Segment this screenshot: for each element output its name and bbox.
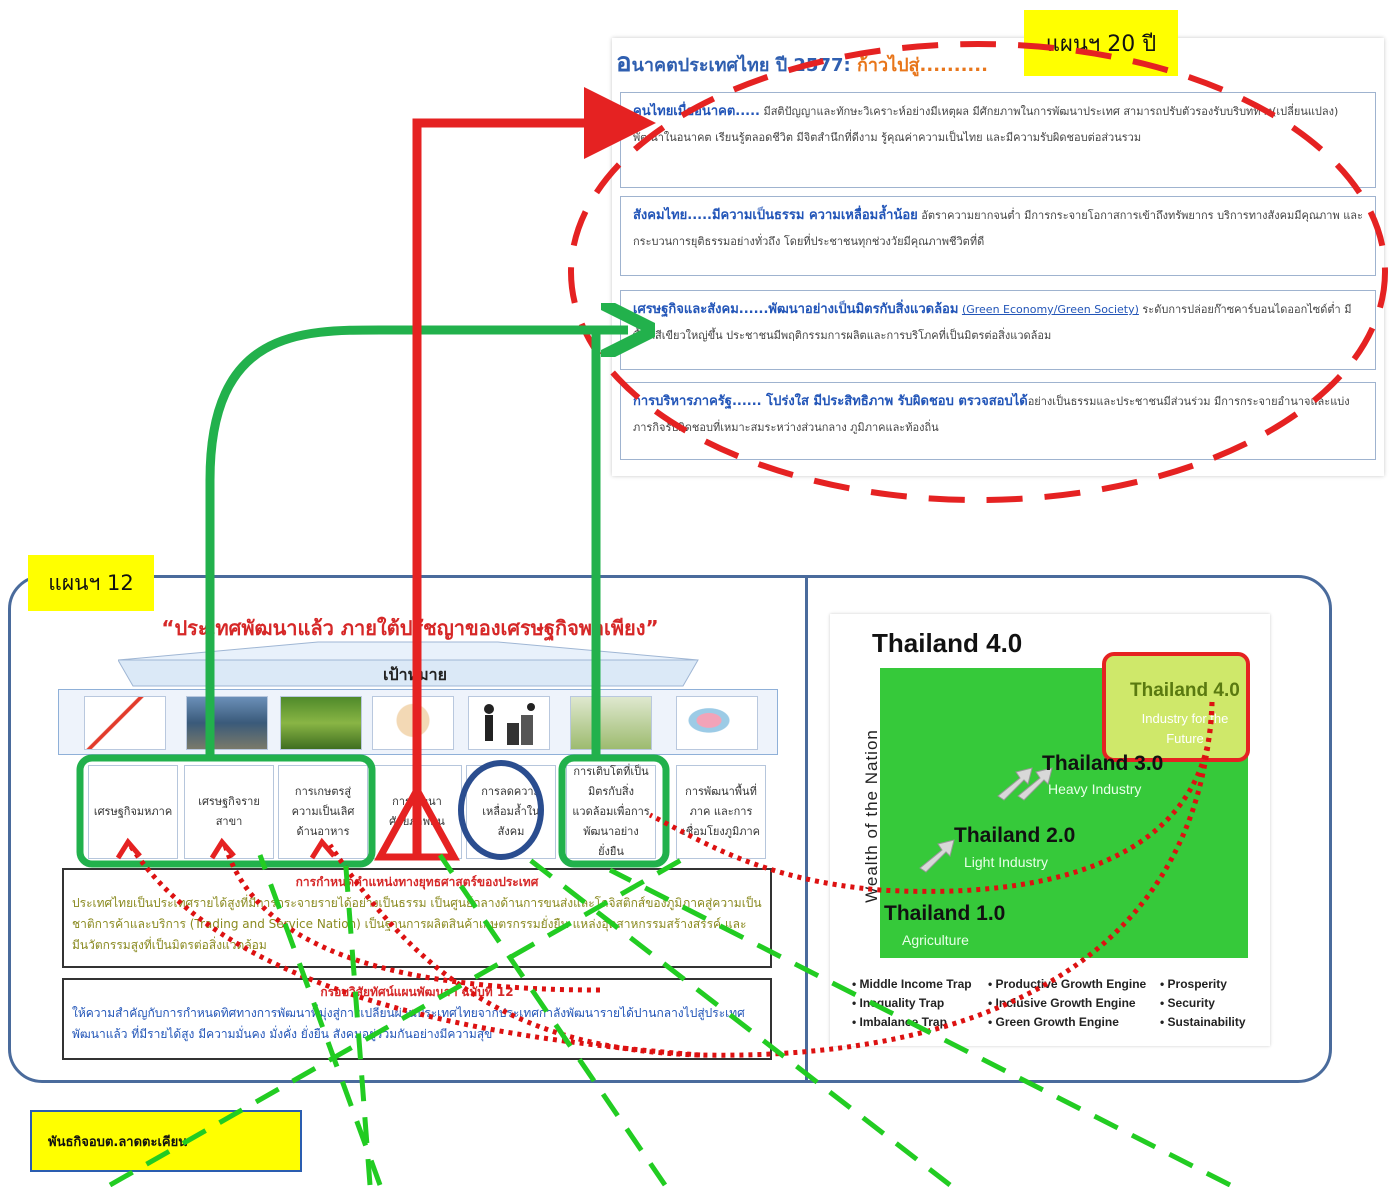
trap-item: • Middle Income Trap [852,977,972,991]
growth-chart-icon [84,696,166,750]
future-box-head: เศรษฐกิจและสังคม......พัฒนาอย่างเป็นมิตร… [633,302,959,317]
strategic-position-title: การกำหนดตำแหน่งทางยุทธศาสตร์ของประเทศ [295,875,539,889]
strategic-position-band: การกำหนดตำแหน่งทางยุทธศาสตร์ของประเทศ ปร… [62,868,772,968]
future-box-economy: เศรษฐกิจและสังคม......พัฒนาอย่างเป็นมิตร… [620,290,1376,370]
trap-item: • Inequality Trap [852,996,945,1010]
stage-name-3: Thailand 3.0 [1042,752,1164,775]
brain-head-icon [372,696,454,750]
stage-sub-4: Industry for the Future [1141,711,1229,746]
future-title-initial: อ [616,48,632,78]
stage-name-4: Thailand 4.0 [1130,680,1240,701]
plan12-divider [805,577,808,1081]
target-human-potential: การพัฒนาศักยภาพคน [372,765,462,859]
future-box-head: การบริหารภาครัฐ...... โปร่งใส มีประสิทธิ… [633,394,1028,409]
stage-name-1: Thailand 1.0 [884,902,1006,925]
goal-label: เป้าหมาย [382,665,448,684]
future-box-head: สังคมไทย.....มีความเป็นธรรม ความเหลื่อมล… [633,208,918,223]
target-sectoral-economy: เศรษฐกิจรายสาขา [184,765,274,859]
plan-12-badge: แผนฯ 12 [28,555,154,611]
vision-band: กรอบวิสัยทัศน์แผนพัฒนาฯ ฉบับที่ 12 ให้คว… [62,978,772,1060]
rice-field-icon [280,696,362,750]
target-macro-economy: เศรษฐกิจมหภาค [88,765,178,859]
plan-20-year-badge: แผนฯ 20 ปี [1024,10,1178,76]
target-agriculture: การเกษตรสู่ความเป็นเลิศด้านอาหาร [278,765,368,859]
strategic-position-text: ประเทศไทยเป็นประเทศรายได้สูงที่มีการกระจ… [72,896,762,952]
stage-sub-3: Heavy Industry [1048,781,1142,797]
engine-item: • Inclusive Growth Engine [988,996,1136,1010]
landscape-photo-icon [570,696,652,750]
thailand40-title: Thailand 4.0 [872,628,1023,658]
target-regional-development: การพัฒนาพื้นที่ภาค และการเชื่อมโยงภูมิภา… [676,765,766,859]
goal-item: • Security [1160,996,1215,1010]
future-box-people: คนไทยเมื่ออนาคต..... มีสติปัญญาและทักษะว… [620,92,1376,188]
future-box-government: การบริหารภาครัฐ...... โปร่งใส มีประสิทธิ… [620,382,1376,460]
inequality-figures-icon [468,696,550,750]
goal-item: • Sustainability [1160,1015,1246,1029]
stage-sub-1: Agriculture [902,932,969,948]
future-title-main: นาคตประเทศไทย ปี 2577: [631,55,857,76]
future-title: อนาคตประเทศไทย ปี 2577: ก้าวไปสู่.......… [616,42,988,83]
future-title-accent: ก้าวไปสู่.......... [856,55,988,76]
industry-photo-icon [186,696,268,750]
future-box-society: สังคมไทย.....มีความเป็นธรรม ความเหลื่อมล… [620,196,1376,276]
plan12-heading: “ประเทศพัฒนาแล้ว ภายใต้ปรัชญาของเศรษฐกิจ… [161,616,659,640]
stage-sub-2: Light Industry [964,854,1049,870]
green-economy-link[interactable]: (Green Economy/Green Society) [961,303,1139,316]
vision-title: กรอบวิสัยทัศน์แผนพัฒนาฯ ฉบับที่ 12 [320,985,514,999]
vision-text: ให้ความสำคัญกับการกำหนดทิศทางการพัฒนาที่… [72,1006,745,1041]
goals-list: • Prosperity • Security • Sustainability [1160,975,1246,1032]
trap-item: • Imbalance Trap [852,1015,947,1029]
stage-name-2: Thailand 2.0 [954,824,1076,847]
engine-item: • Green Growth Engine [988,1015,1119,1029]
mission-label-box: พันธกิจอบต.ลาดตะเคียน [30,1110,302,1172]
target-reduce-inequality: การลดความเหลื่อมล้ำในสังคม [466,765,556,859]
wealth-axis-label: Wealth of the Nation [862,729,881,903]
target-green-growth: การเติบโตที่เป็นมิตรกับสิ่งแวดล้อมเพื่อก… [566,765,656,859]
goal-item: • Prosperity [1160,977,1227,991]
traps-list: • Middle Income Trap • Inequality Trap •… [852,975,972,1032]
future-box-head: คนไทยเมื่ออนาคต..... [633,104,760,119]
engine-item: • Productive Growth Engine [988,977,1147,991]
region-map-icon [676,696,758,750]
engines-list: • Productive Growth Engine • Inclusive G… [988,975,1146,1032]
